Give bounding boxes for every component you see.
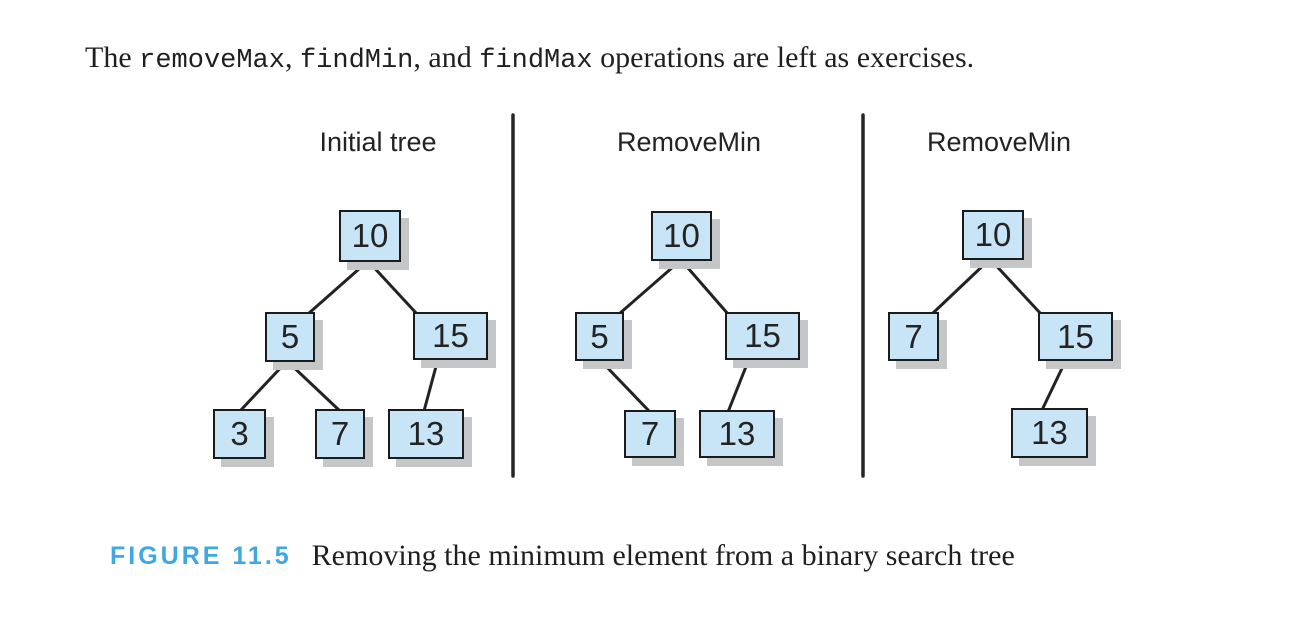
tree-node-10: 10 [962,210,1024,260]
tree-edge [366,259,419,316]
panel-title-1: Initial tree [319,127,437,157]
tree-node-13: 13 [699,410,775,458]
figure-number-label: FIGURE 11.5 [110,542,292,570]
figure-caption-text: Removing the minimum element from a bina… [311,539,1015,572]
panel-title-2: RemoveMin [616,127,762,157]
tree-edge [930,257,992,316]
tree-node-13: 13 [1011,408,1088,458]
code-term: findMin [299,46,414,76]
code-term: removeMax [139,46,285,76]
intro-paragraph: The removeMax, findMin, and findMax oper… [85,41,974,77]
tree-node-7: 7 [888,312,939,361]
tree-node-13: 13 [388,409,464,459]
tree-node-15: 15 [413,312,488,360]
tree-edge [238,359,289,413]
intro-text-segment: , and [413,41,480,74]
tree-edge [285,359,342,413]
tree-edge [988,257,1043,316]
intro-text-segment: operations are left as exercises. [592,41,975,74]
tree-edge [1040,358,1068,412]
tree-node-15: 15 [1038,312,1113,361]
figure-caption: FIGURE 11.5 Removing the minimum element … [110,539,1015,573]
tree-node-10: 10 [651,211,712,261]
tree-node-7: 7 [315,409,365,459]
code-term: findMax [479,46,593,76]
tree-node-15: 15 [725,312,800,360]
tree-node-5: 5 [265,312,315,362]
tree-edge [598,358,652,414]
tree-edge [726,357,751,414]
tree-edge [679,258,730,316]
tree-node-10: 10 [339,210,401,262]
tree-edge [617,258,683,316]
intro-text-segment: The [85,41,140,74]
tree-edge [306,259,370,316]
intro-text-segment: , [284,41,300,74]
panel-title-3: RemoveMin [926,127,1072,157]
tree-node-5: 5 [575,312,624,361]
tree-edge [422,357,440,413]
tree-node-3: 3 [213,409,266,459]
tree-node-7: 7 [624,410,676,458]
